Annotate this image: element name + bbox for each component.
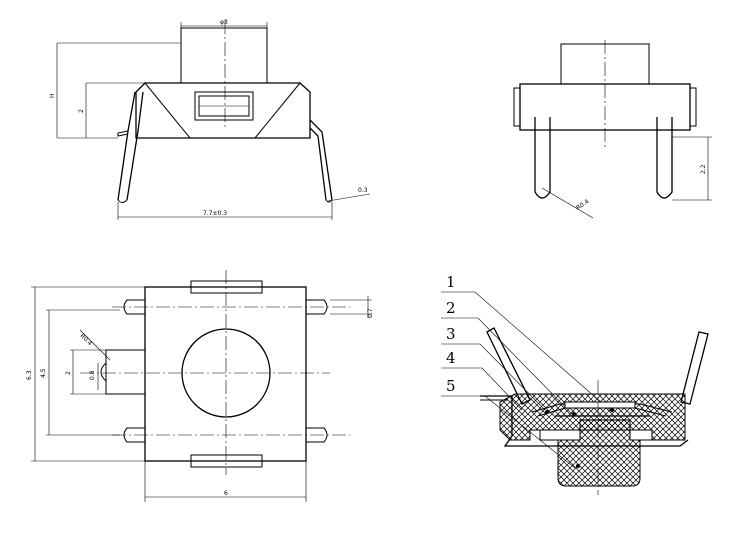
body-height-label: 2 xyxy=(78,109,85,113)
slot-radius-label: R0.4 xyxy=(79,332,94,347)
actuator-diameter-label: φ3 xyxy=(220,19,228,26)
height-label: H xyxy=(49,93,56,98)
lead-thickness-label: 0.3 xyxy=(358,187,368,194)
front-view: φ3 H 2 7.7±0.3 0.3 xyxy=(49,19,371,220)
top-view: 6.3 4.5 2 0.8 R0.4 6 0.7 xyxy=(26,270,374,502)
callout-3: 3 xyxy=(446,325,456,343)
pin-pitch-label: 4.5 xyxy=(40,368,47,378)
slot-width-label: 0.8 xyxy=(89,370,96,380)
overall-length-label: 6.3 xyxy=(26,370,33,380)
pin-length-label: 2.2 xyxy=(700,164,707,174)
pin-radius-label: R0.4 xyxy=(575,198,590,212)
callout-4: 4 xyxy=(446,349,456,367)
callout-2: 2 xyxy=(446,299,456,317)
slot-height-label: 2 xyxy=(65,371,72,375)
side-view: 2.2 R0.4 xyxy=(513,40,712,219)
callout-1: 1 xyxy=(446,273,456,291)
section-view: 1 2 3 4 5 xyxy=(441,273,709,495)
body-width-label: 6 xyxy=(224,490,228,497)
width-label: 7.7±0.3 xyxy=(203,210,227,217)
pad-width-label: 0.7 xyxy=(367,308,374,318)
callout-5: 5 xyxy=(446,377,456,395)
